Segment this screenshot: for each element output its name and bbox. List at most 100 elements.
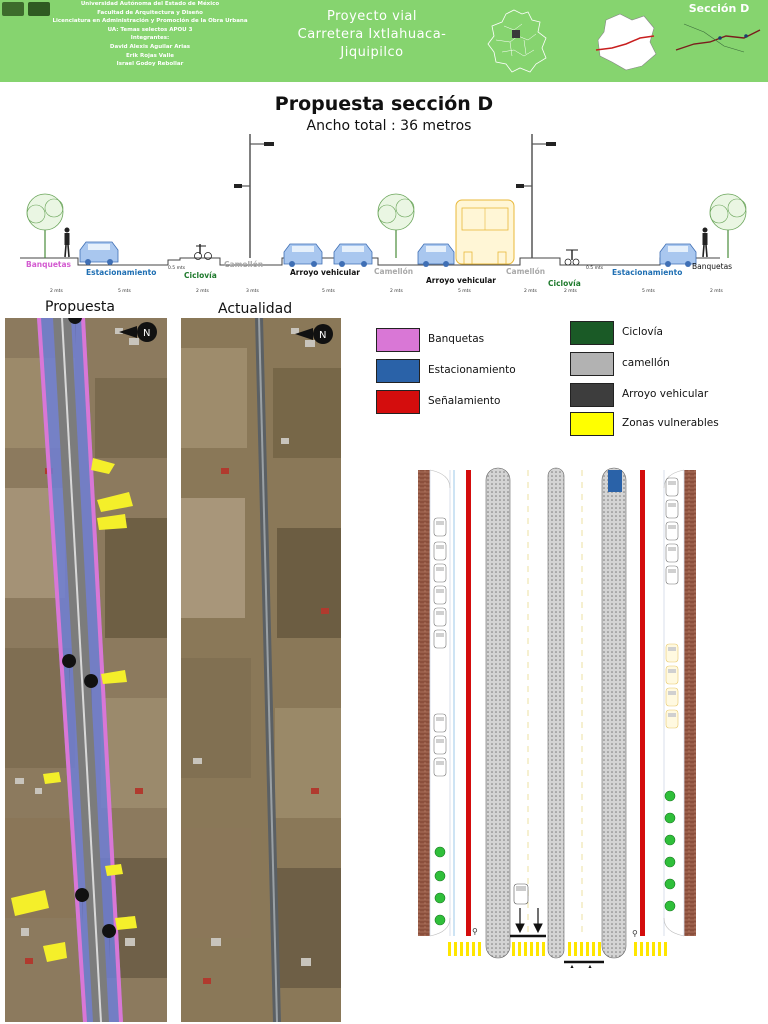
car-window bbox=[668, 569, 676, 573]
car-lane-left-2-icon bbox=[333, 243, 373, 267]
car-window bbox=[436, 717, 444, 721]
sidewalk-right bbox=[684, 470, 696, 936]
section-label: Sección D bbox=[688, 2, 750, 15]
legend-label: Banquetas bbox=[428, 333, 485, 345]
parked-car-icon bbox=[433, 585, 447, 605]
width-ciclovia-left: 2 mts bbox=[196, 289, 209, 294]
signal-line-left bbox=[466, 470, 471, 936]
signal-line-right bbox=[640, 470, 645, 936]
project-line: Jiquipilco bbox=[340, 45, 404, 60]
credits-block: Universidad Autónoma del Estado de Méxic… bbox=[30, 0, 270, 69]
cross-section-drawing bbox=[20, 134, 747, 267]
width-banqueta-left: 2 mts bbox=[50, 289, 63, 294]
parked-car-icon bbox=[665, 499, 679, 519]
legend-label: Señalamiento bbox=[428, 395, 501, 407]
car-window bbox=[668, 547, 676, 551]
label-arroyo-right: Arroyo vehicular bbox=[426, 276, 497, 285]
median-left bbox=[485, 467, 511, 959]
credit-line: Facultad de Arquitectura y Diseño bbox=[97, 9, 203, 16]
car-window bbox=[436, 761, 444, 765]
bus-stop-icon bbox=[608, 470, 622, 492]
legend-label: camellón bbox=[622, 357, 670, 369]
car-window bbox=[668, 691, 676, 695]
legend-label: Estacionamiento bbox=[428, 364, 516, 376]
tree-center-icon bbox=[377, 193, 415, 258]
credit-line: David Alexis Aguilar Arias bbox=[109, 43, 191, 50]
width-estacionamiento-right: 5 mts bbox=[642, 289, 655, 294]
uaemex-logo-icon bbox=[2, 2, 24, 16]
svg-text:N: N bbox=[319, 330, 326, 341]
width-banqueta-right: 2 mts bbox=[710, 289, 723, 294]
shrub-icon bbox=[664, 834, 676, 846]
parked-car-icon bbox=[433, 713, 447, 733]
width-camellon-center: 2 mts bbox=[390, 289, 403, 294]
width-camellon-left: 3 mts bbox=[246, 289, 259, 294]
legend-label: Zonas vulnerables bbox=[622, 417, 719, 429]
parked-car-icon bbox=[665, 665, 679, 685]
parked-car-icon bbox=[665, 643, 679, 663]
car-window bbox=[436, 611, 444, 615]
car-window bbox=[436, 567, 444, 571]
shrub-icon bbox=[664, 878, 676, 890]
label-estacionamiento-right: Estacionamiento bbox=[612, 268, 683, 277]
credit-line: Universidad Autónoma del Estado de Méxic… bbox=[80, 1, 220, 7]
parked-cars-left bbox=[433, 517, 447, 777]
parked-car-icon bbox=[433, 757, 447, 777]
label-camellon-right: Camellón bbox=[506, 267, 546, 276]
parked-car-icon bbox=[665, 477, 679, 497]
credit-line: Israel Godoy Rebollar bbox=[116, 61, 184, 68]
cyclist-left-icon bbox=[194, 244, 212, 260]
parked-car-icon bbox=[433, 629, 447, 649]
legend-swatch bbox=[376, 328, 420, 352]
parked-car-icon bbox=[665, 521, 679, 541]
legend-swatch bbox=[570, 412, 614, 436]
shrub-icon bbox=[434, 892, 446, 904]
label-banquetas-left: Banquetas bbox=[26, 260, 72, 269]
cyclist-right-icon bbox=[564, 249, 580, 266]
streetlight-left-icon bbox=[234, 134, 274, 258]
car-window bbox=[436, 633, 444, 637]
car-lane-right-icon bbox=[417, 243, 455, 267]
sidewalk-left bbox=[418, 470, 430, 936]
legend-swatch bbox=[376, 390, 420, 414]
pedestrian-right-icon bbox=[702, 227, 708, 258]
label-camellon-center: Camellón bbox=[374, 267, 414, 276]
road-plan-diagram: ⚲ ⚲ bbox=[410, 458, 710, 988]
shrub-icon bbox=[664, 856, 676, 868]
legend-swatch bbox=[570, 352, 614, 376]
parked-car-icon bbox=[433, 607, 447, 627]
parked-car-icon bbox=[665, 565, 679, 585]
median-right bbox=[601, 467, 627, 959]
parked-car-icon bbox=[665, 543, 679, 563]
institution-logos bbox=[2, 2, 52, 16]
width-ciclovia-right: 2 mts bbox=[564, 289, 577, 294]
width-arroyo-left: 5 mts bbox=[322, 289, 335, 294]
page-subtitle: Ancho total : 36 metros bbox=[306, 118, 472, 134]
page-title: Propuesta sección D bbox=[274, 93, 494, 115]
car-window bbox=[668, 481, 676, 485]
label-half-left: 0.5 mts bbox=[168, 266, 186, 271]
median-center bbox=[547, 467, 565, 959]
parked-car-icon bbox=[433, 735, 447, 755]
streetlight-right-icon bbox=[516, 134, 556, 258]
label-estacionamiento-left: Estacionamiento bbox=[86, 268, 157, 277]
car-window bbox=[436, 739, 444, 743]
aerial-current-image: N bbox=[181, 318, 341, 1022]
pedestrian-left-icon bbox=[64, 227, 70, 258]
parked-cars-right bbox=[665, 477, 679, 729]
parked-car-icon bbox=[665, 709, 679, 729]
bike-parking-markers bbox=[434, 790, 676, 926]
car-in-lane-icon bbox=[513, 883, 529, 905]
shrub-icon bbox=[434, 914, 446, 926]
legend-label: Arroyo vehicular bbox=[622, 388, 709, 400]
credit-line: UA: Temas selectos APOU 3 bbox=[107, 26, 193, 33]
parked-car-left-icon bbox=[79, 241, 119, 265]
credit-line: Erik Rojas Valle bbox=[126, 52, 174, 59]
car-window bbox=[668, 669, 676, 673]
photo-title-propuesta: Propuesta bbox=[45, 299, 115, 315]
credit-line: Integrantes: bbox=[130, 35, 170, 42]
credit-line: Licenciatura en Administración y Promoci… bbox=[52, 18, 248, 25]
shrub-icon bbox=[434, 846, 446, 858]
header-banner: Universidad Autónoma del Estado de Méxic… bbox=[0, 0, 768, 82]
aerial-proposal-image: N bbox=[5, 318, 167, 1022]
